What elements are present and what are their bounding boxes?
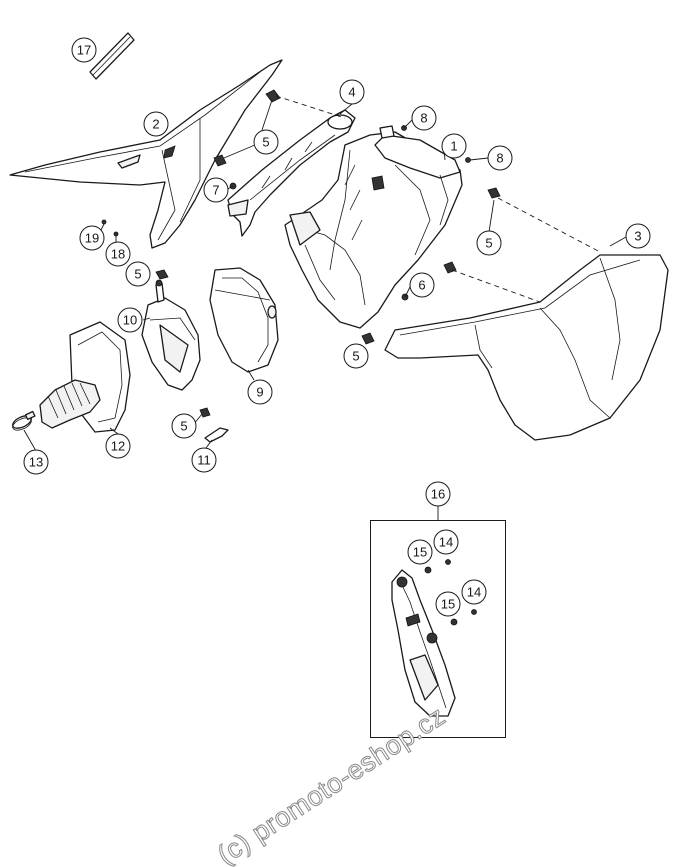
callout-8-right: 8 (487, 145, 513, 171)
callout-14-bottom: 14 (461, 579, 487, 605)
part-16-kit-assembly (391, 559, 477, 717)
svg-text:12: 12 (111, 439, 125, 454)
part-3-right-side-cover (384, 254, 669, 441)
callout-2: 2 (143, 111, 169, 137)
callout-8-top: 8 (411, 105, 437, 131)
part-12-intake-boot (39, 321, 131, 433)
callout-16: 16 (425, 481, 451, 507)
part-10-filter-cage (141, 279, 201, 391)
svg-text:7: 7 (212, 183, 219, 198)
svg-text:1: 1 (450, 139, 457, 154)
part-17-decal-strip (89, 32, 135, 80)
callout-7: 7 (203, 177, 229, 203)
svg-text:8: 8 (496, 151, 503, 166)
callout-4: 4 (339, 79, 365, 105)
svg-text:15: 15 (413, 545, 427, 560)
svg-text:10: 10 (123, 313, 137, 328)
callout-14-top: 14 (433, 529, 459, 555)
svg-text:15: 15 (441, 597, 455, 612)
callout-3: 3 (625, 223, 651, 249)
callout-12: 12 (105, 433, 131, 459)
assembly-lines (275, 95, 601, 303)
svg-text:14: 14 (439, 535, 453, 550)
kit-16-frame (370, 520, 506, 738)
svg-text:13: 13 (29, 455, 43, 470)
svg-text:18: 18 (111, 247, 125, 262)
svg-text:4: 4 (348, 85, 355, 100)
callout-17: 17 (71, 37, 97, 63)
svg-text:17: 17 (77, 43, 91, 58)
part-13-hose-clamp (12, 410, 36, 431)
part-9-filter-cover (209, 267, 279, 373)
part-1-airbox (284, 125, 463, 329)
callout-11: 11 (191, 447, 217, 473)
callout-5-clip: 5 (171, 413, 197, 439)
svg-text:5: 5 (134, 267, 141, 282)
callout-13: 13 (23, 449, 49, 475)
svg-text:14: 14 (467, 585, 481, 600)
callout-15-bottom: 15 (435, 591, 461, 617)
callout-5-top: 5 (253, 129, 279, 155)
callout-5-right: 5 (476, 230, 502, 256)
callout-18: 18 (105, 241, 131, 267)
callout-10: 10 (117, 307, 143, 333)
svg-text:19: 19 (85, 231, 99, 246)
leader-lines (23, 99, 627, 520)
svg-text:11: 11 (197, 453, 211, 468)
callout-5-left: 5 (125, 261, 151, 287)
callout-5-bottom: 5 (343, 343, 369, 369)
callout-6: 6 (409, 272, 435, 298)
svg-text:2: 2 (152, 117, 159, 132)
svg-text:5: 5 (262, 135, 269, 150)
svg-text:8: 8 (420, 111, 427, 126)
callout-19: 19 (79, 225, 105, 251)
svg-text:5: 5 (352, 349, 359, 364)
part-11-clip (204, 427, 229, 443)
svg-text:16: 16 (431, 487, 445, 502)
svg-text:3: 3 (634, 229, 641, 244)
svg-text:6: 6 (418, 278, 425, 293)
svg-text:9: 9 (256, 385, 263, 400)
callout-9: 9 (247, 379, 273, 405)
svg-text:5: 5 (180, 419, 187, 434)
part-4-inner-panel (227, 109, 356, 237)
svg-text:5: 5 (485, 236, 492, 251)
callout-15-top: 15 (407, 539, 433, 565)
callout-1: 1 (441, 133, 467, 159)
